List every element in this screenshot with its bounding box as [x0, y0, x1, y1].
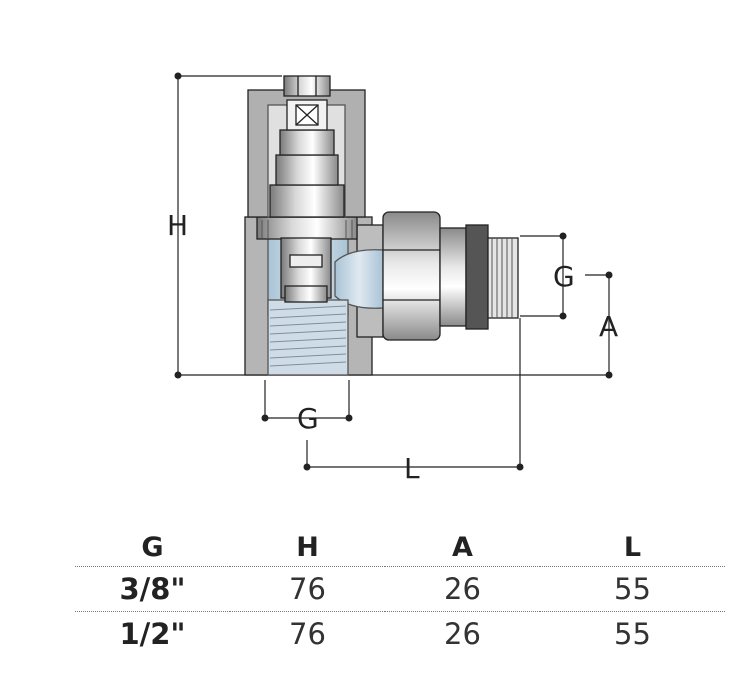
dimension-dots: [174, 72, 613, 471]
cell-h: 76: [289, 617, 326, 651]
cell-l: 55: [614, 572, 651, 606]
cell-g: 1/2": [119, 617, 186, 651]
dimension-label-a: A: [599, 310, 618, 343]
column-header-h: H: [296, 531, 319, 563]
column-header-g: G: [141, 531, 164, 563]
cell-g: 3/8": [119, 572, 186, 606]
dimension-label-outlet-g: G: [553, 260, 575, 293]
table-header-row: G H A L: [75, 528, 725, 567]
column-header-l: L: [623, 531, 642, 563]
valve-illustration: [244, 75, 519, 376]
cell-h: 76: [289, 572, 326, 606]
table-row: 1/2" 76 26 55: [75, 611, 725, 657]
cell-a: 26: [444, 572, 481, 606]
dimension-label-h: H: [167, 209, 188, 242]
cell-l: 55: [614, 617, 651, 651]
dimension-label-inlet-g: G: [297, 402, 319, 435]
table-row: 3/8" 76 26 55: [75, 566, 725, 612]
cell-a: 26: [444, 617, 481, 651]
dimension-label-l: L: [404, 452, 420, 485]
dimensions-table: G H A L 3/8" 76 26 55 1/2" 76 26 55: [75, 528, 725, 656]
valve-dimension-drawing: H A L G G: [167, 72, 618, 485]
column-header-a: A: [452, 531, 473, 563]
